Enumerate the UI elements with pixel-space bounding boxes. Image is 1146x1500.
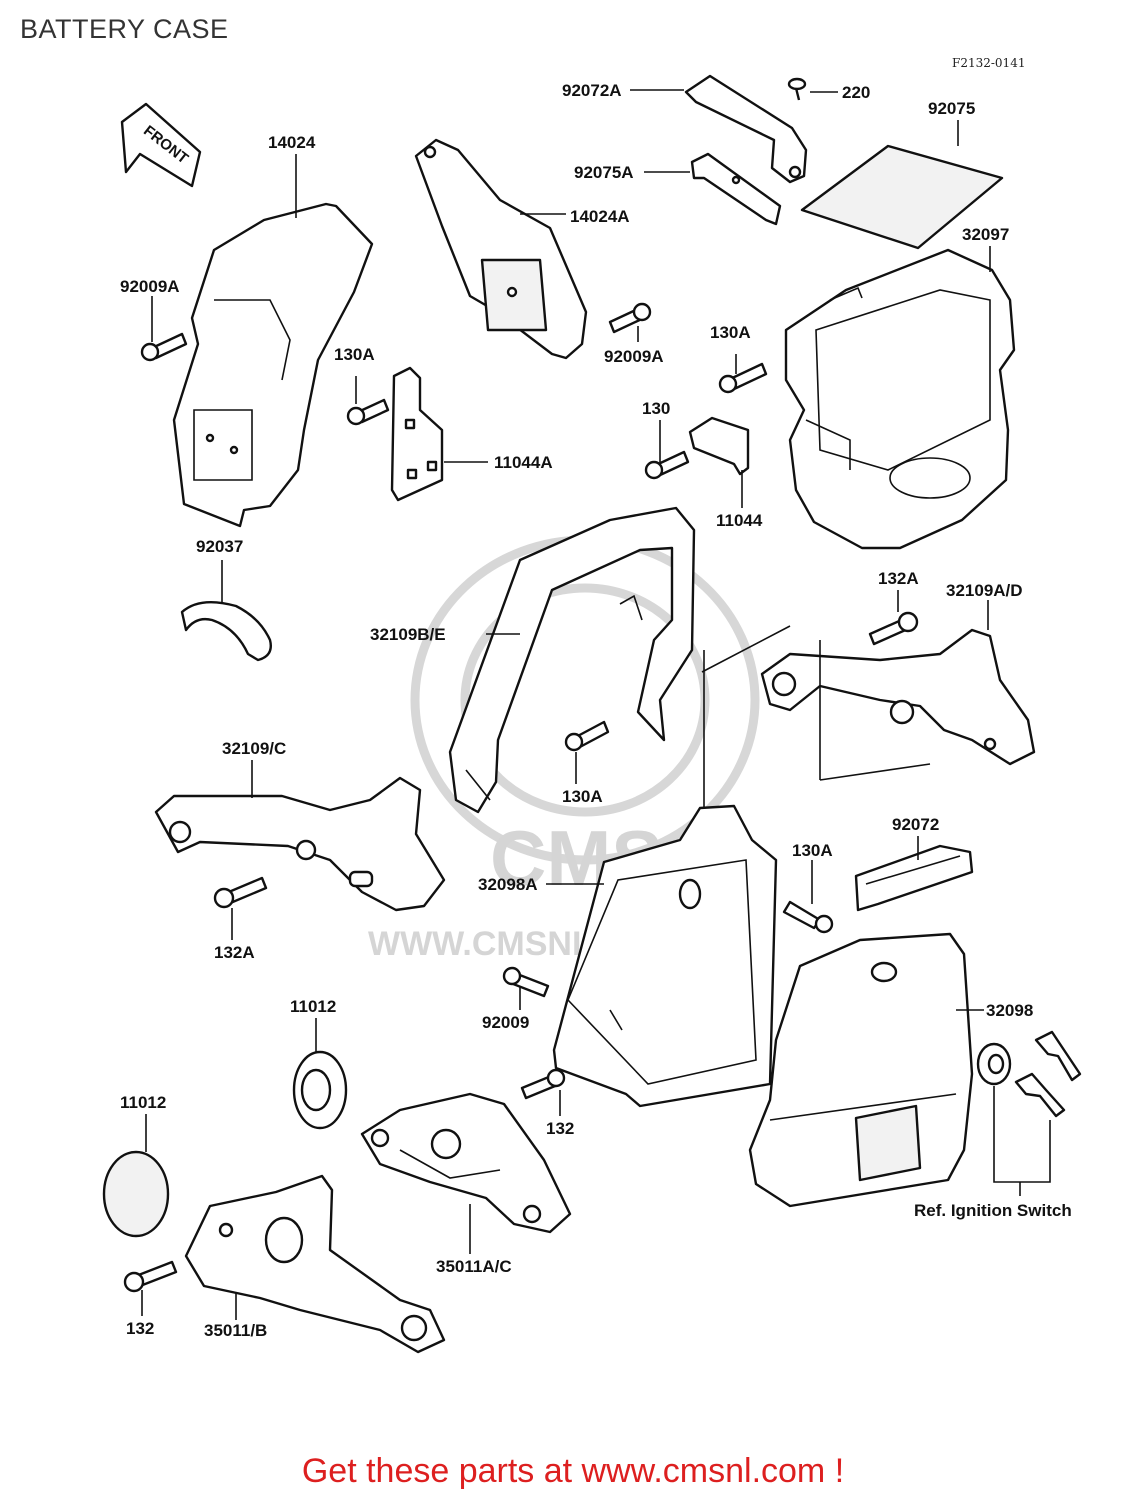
label-32109AD: 32109A/D [946,581,1023,600]
label-14024A: 14024A [570,207,630,226]
grommet-11012-lower [102,1150,170,1238]
label-92009: 92009 [482,1013,529,1032]
footer-promo-link[interactable]: Get these parts at www.cmsnl.com ! [301,1452,845,1490]
label-132A-right: 132A [878,569,919,588]
ignition-switch-icon [976,1042,1012,1086]
label-130A-bar: 130A [562,787,603,806]
bolt-130A-case [782,900,834,934]
label-92009A-right: 92009A [604,347,664,366]
mount-35011AC [360,1092,572,1234]
pad-92075 [800,144,1004,250]
label-92072: 92072 [892,815,939,834]
screw-220 [787,77,807,101]
part-labels: 92072A 220 92075 92075A 14024 14024A 320… [120,81,1072,1340]
label-132-low: 132 [126,1319,154,1338]
case-frame-32098A [552,804,778,1108]
battery-tray-32097 [784,248,1016,550]
label-32109C: 32109/C [222,739,286,758]
label-14024: 14024 [268,133,316,152]
bolt-130A-mid [718,362,768,394]
cover-14024A [414,138,588,360]
bolt-130A-upper [346,398,390,426]
label-35011B: 35011/B [204,1321,267,1340]
grommet-11012-upper [292,1050,348,1130]
mount-35011B [184,1174,446,1354]
label-220: 220 [842,83,870,102]
key-icon-lower [1014,1072,1066,1118]
label-35011AC: 35011A/C [436,1257,512,1276]
cover-14024 [172,202,374,528]
label-92072A: 92072A [562,81,622,100]
bolt-132-low [123,1260,178,1293]
label-92037: 92037 [196,537,243,556]
bolt-92009A-right [608,302,652,334]
bolt-132-mid [520,1068,566,1100]
diagram-code: F2132-0141 [952,56,1026,70]
bracket-92075A [690,152,782,226]
leader-lines [141,89,991,1320]
label-92009A-left: 92009A [120,277,180,296]
front-arrow-icon: FRONT [120,102,202,188]
label-32098A: 32098A [478,875,538,894]
label-32097: 32097 [962,225,1009,244]
bolt-132A-left [213,876,268,909]
strap-92072 [854,844,974,912]
label-92075: 92075 [928,99,975,118]
label-132A-left: 132A [214,943,255,962]
bar-32109BE [448,506,696,814]
label-130A-upper: 130A [334,345,375,364]
label-11044: 11044 [716,511,763,530]
label-130: 130 [642,399,670,418]
label-11012-lower: 11012 [120,1093,166,1112]
bracket-11044 [688,416,750,476]
label-32098: 32098 [986,1001,1033,1020]
label-132-mid: 132 [546,1119,574,1138]
bracket-32109AD [760,628,1036,766]
bolt-132A-right [868,611,919,646]
bracket-11044A [390,366,444,502]
key-icon-upper [1034,1030,1082,1082]
page-title: BATTERY CASE [20,14,229,44]
watermark-ring-inner [460,583,710,817]
bolt-92009 [502,966,550,998]
bracket-32109C [154,776,446,912]
label-ref-ignition-switch: Ref. Ignition Switch [914,1201,1072,1220]
label-32109BE: 32109B/E [370,625,446,644]
label-130A-mid: 130A [710,323,751,342]
label-92075A: 92075A [574,163,634,182]
bolt-130A-bar [564,720,610,752]
clamp-92037 [180,600,272,662]
label-130A-case: 130A [792,841,833,860]
cover-32098 [748,932,974,1208]
label-11012-upper: 11012 [290,997,336,1016]
bolt-130 [644,450,690,480]
label-11044A: 11044A [494,453,553,472]
bolt-92009A-left [140,332,188,362]
bracket-92072A [684,74,808,184]
